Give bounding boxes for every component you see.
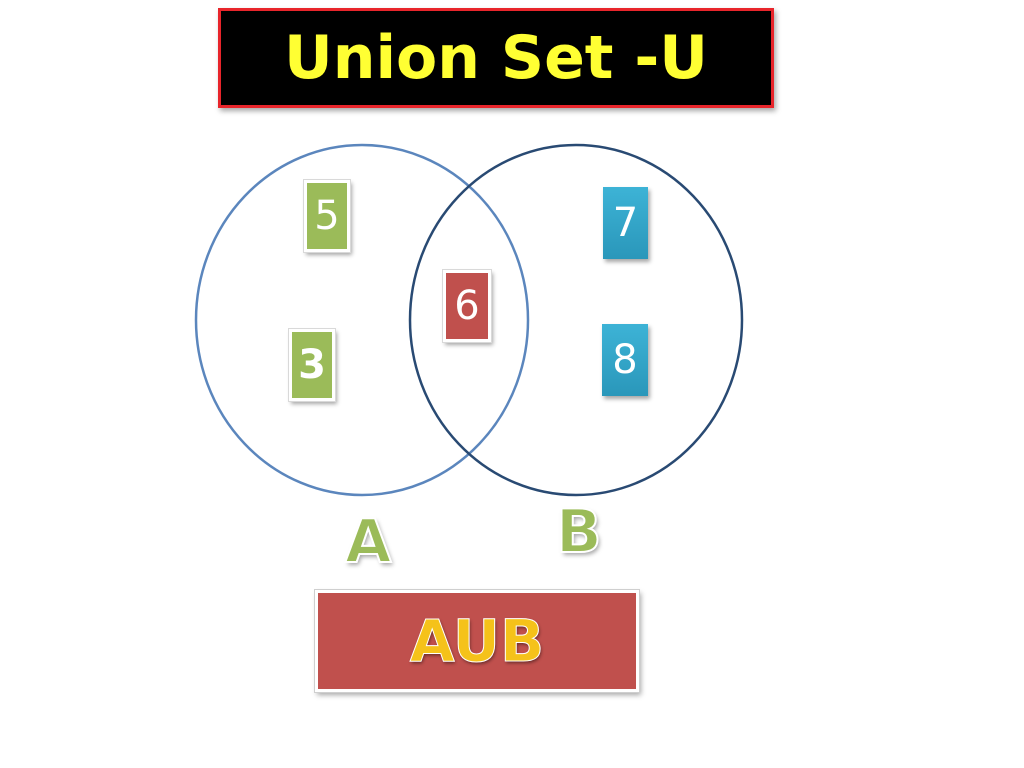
set-a-label: A	[344, 507, 392, 577]
slide-title: Union Set -U	[284, 23, 708, 93]
element-a-1: 5	[303, 179, 351, 253]
set-a-circle	[194, 143, 530, 497]
element-a-2: 3	[288, 328, 336, 402]
set-b-circle	[408, 143, 744, 497]
set-b-label: B	[555, 497, 603, 567]
element-b-2: 8	[602, 324, 648, 396]
element-b-1: 7	[603, 187, 648, 259]
union-result-box: AUB	[314, 589, 640, 693]
element-intersection-1: 6	[442, 269, 492, 343]
title-banner: Union Set -U	[218, 8, 774, 108]
union-result-label: AUB	[409, 607, 545, 675]
